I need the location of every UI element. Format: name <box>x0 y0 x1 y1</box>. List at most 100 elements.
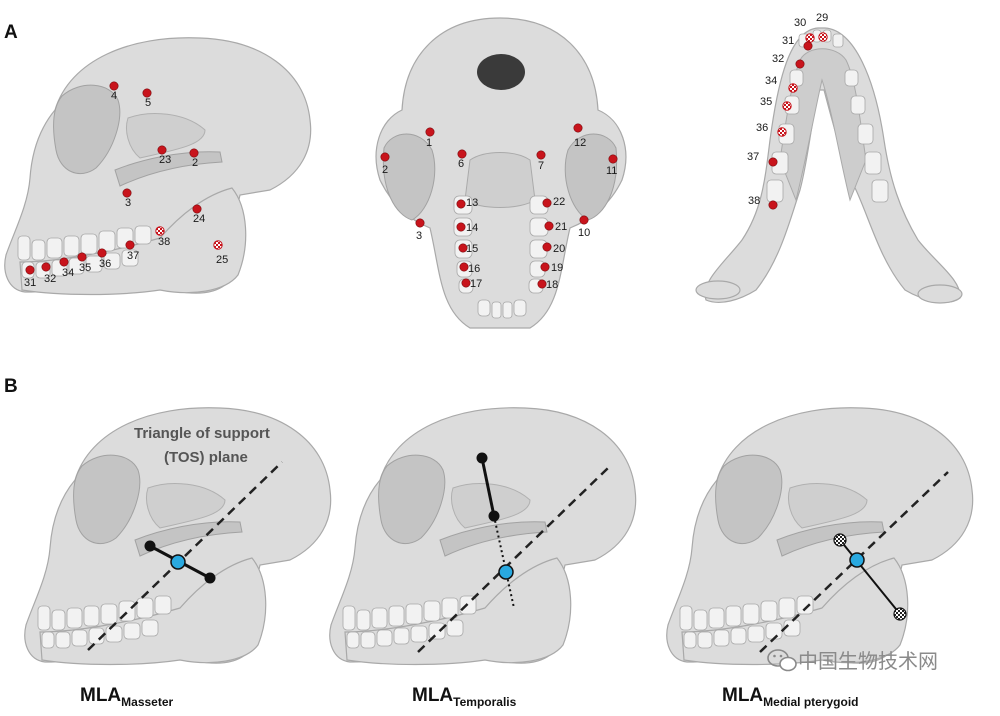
landmark-lateral-32-marker <box>41 262 51 272</box>
landmark-lateral-23-marker <box>157 145 167 155</box>
landmark-lateral-5-marker <box>142 88 152 98</box>
landmark-basal-18-marker <box>537 279 547 289</box>
landmark-basal-1-label: 1 <box>426 137 432 149</box>
landmark-mandible-31-marker <box>803 41 813 51</box>
landmark-lateral-2-label: 2 <box>192 157 198 169</box>
landmark-mandible-38-marker <box>768 200 778 210</box>
landmark-basal-15-label: 15 <box>466 243 478 255</box>
masseter-diagram <box>87 461 283 651</box>
svg-text:MLAMedial pterygoid: MLAMedial pterygoid <box>722 685 859 709</box>
temporalis-diagram <box>417 452 609 653</box>
landmark-mandible-36-marker <box>777 127 787 137</box>
landmark-lateral-38-label: 38 <box>158 236 170 248</box>
landmark-basal-17-label: 17 <box>470 278 482 290</box>
temporalis-centroid-point <box>498 564 514 580</box>
landmark-basal-19-label: 19 <box>551 262 563 274</box>
skull-medial-pterygoid-view <box>666 407 974 666</box>
landmark-basal-15-marker <box>458 243 468 253</box>
landmark-basal-22-label: 22 <box>553 196 565 208</box>
masseter-centroid-point <box>170 554 186 570</box>
landmark-basal-13-marker <box>456 199 466 209</box>
landmark-basal-16-label: 16 <box>468 263 480 275</box>
masseter-insertion-point <box>204 572 216 584</box>
panel-label-a: A <box>4 22 18 43</box>
landmark-lateral-3-marker <box>122 188 132 198</box>
landmark-mandible-30-label: 30 <box>794 17 806 29</box>
landmark-mandible-35-label: 35 <box>760 96 772 108</box>
svg-text:MLATemporalis: MLATemporalis <box>412 685 517 709</box>
tos-plane-label-line1: Triangle of support <box>134 425 270 442</box>
watermark: 中国生物技术网 <box>767 649 938 673</box>
tos-plane-label-line2: (TOS) plane <box>164 449 248 466</box>
landmark-basal-20-marker <box>542 242 552 252</box>
landmark-lateral-24-marker <box>192 204 202 214</box>
landmark-basal-18-label: 18 <box>546 279 558 291</box>
temporalis-muscle-line <box>480 457 496 517</box>
landmark-basal-10-label: 10 <box>578 227 590 239</box>
medial-pterygoid-centroid-point <box>849 552 865 568</box>
landmark-mandible-34-label: 34 <box>765 75 777 87</box>
landmark-basal-11-marker <box>608 154 618 164</box>
landmark-lateral-31-label: 31 <box>24 277 36 289</box>
landmark-lateral-32-label: 32 <box>44 273 56 285</box>
landmark-basal-21-label: 21 <box>555 221 567 233</box>
temporalis-insertion-point <box>488 510 500 522</box>
landmark-basal-2-marker <box>380 152 390 162</box>
skull-masseter-view <box>24 407 332 666</box>
landmark-lateral-37-label: 37 <box>127 250 139 262</box>
landmark-mandible-32-marker <box>795 59 805 69</box>
landmark-basal-12-marker <box>573 123 583 133</box>
landmark-mandible-29-label: 29 <box>816 12 828 24</box>
landmark-mandible-35-marker <box>782 101 792 111</box>
landmark-mandible-32-label: 32 <box>772 53 784 65</box>
panel-label-b: B <box>4 376 18 397</box>
landmark-basal-6-label: 6 <box>458 158 464 170</box>
landmark-lateral-25-label: 25 <box>216 254 228 266</box>
landmark-lateral-25-marker <box>213 240 223 250</box>
landmark-mandible-37-label: 37 <box>747 151 759 163</box>
landmark-basal-17-marker <box>461 278 471 288</box>
landmark-lateral-24-label: 24 <box>193 213 205 225</box>
landmark-lateral-5-label: 5 <box>145 97 151 109</box>
landmark-basal-7-marker <box>536 150 546 160</box>
svg-text:MLAMasseter: MLAMasseter <box>80 685 174 709</box>
landmark-lateral-4-label: 4 <box>111 90 117 102</box>
mla-label-masseter: MLAMasseter <box>80 685 174 709</box>
skull-basal-view <box>375 17 627 329</box>
landmark-lateral-37-marker <box>125 240 135 250</box>
landmark-basal-22-marker <box>542 198 552 208</box>
landmark-lateral-36-label: 36 <box>99 258 111 270</box>
landmark-mandible-30-marker <box>805 33 815 43</box>
landmark-lateral-31-marker <box>25 265 35 275</box>
landmark-lateral-34-label: 34 <box>62 267 74 279</box>
landmark-basal-3-label: 3 <box>416 230 422 242</box>
landmark-lateral-23-label: 23 <box>159 154 171 166</box>
skull-lateral-view-a <box>4 37 312 296</box>
landmark-basal-19-marker <box>540 262 550 272</box>
landmark-mandible-38-label: 38 <box>748 195 760 207</box>
landmark-lateral-35-label: 35 <box>79 262 91 274</box>
landmark-lateral-34-marker <box>59 257 69 267</box>
tos-plane-line-masseter <box>87 461 283 651</box>
mandible-occlusal-view <box>695 27 963 304</box>
landmark-basal-11-label: 11 <box>606 165 617 177</box>
landmark-lateral-38-marker <box>155 226 165 236</box>
medial-pterygoid-muscle-line <box>839 539 901 615</box>
landmark-basal-14-marker <box>456 222 466 232</box>
landmark-mandible-29-marker <box>818 32 828 42</box>
landmark-basal-20-label: 20 <box>553 243 565 255</box>
landmark-basal-10-marker <box>579 215 589 225</box>
mla-label-temporalis: MLATemporalis <box>412 685 517 709</box>
landmark-mandible-34-marker <box>788 83 798 93</box>
landmark-lateral-4-marker <box>109 81 119 91</box>
landmark-mandible-31-label: 31 <box>782 35 794 47</box>
landmark-mandible-37-marker <box>768 157 778 167</box>
landmark-basal-3-marker <box>415 218 425 228</box>
masseter-origin-point <box>144 540 156 552</box>
landmark-lateral-2-marker <box>189 148 199 158</box>
mla-label-medial-pterygoid: MLAMedial pterygoid <box>722 685 859 709</box>
landmark-basal-21-marker <box>544 221 554 231</box>
